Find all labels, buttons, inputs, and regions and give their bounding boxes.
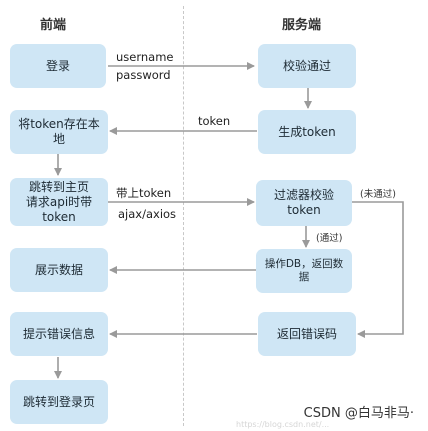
column-divider (183, 6, 184, 426)
box-show-data: 展示数据 (10, 248, 108, 292)
label-not-passed: (未通过) (360, 189, 396, 200)
box-store-token: 将token存在本地 (10, 110, 108, 154)
box-show-error: 提示错误信息 (10, 312, 108, 356)
box-goto-home: 跳转到主页 请求api时带token (10, 178, 108, 226)
box-db-ops: 操作DB，返回数据 (256, 249, 352, 293)
label-ajax: ajax/axios (118, 207, 177, 221)
box-return-error: 返回错误码 (258, 312, 356, 356)
box-filter: 过滤器校验token (256, 180, 352, 226)
label-password: password (116, 68, 171, 82)
label-with-token: 带上token (116, 186, 172, 200)
arrow-filter-to-error (352, 201, 404, 338)
label-passed: (通过) (316, 233, 343, 244)
watermark-url: https://blog.csdn.net/... (236, 420, 330, 429)
label-username: username (116, 50, 174, 64)
label-token: token (198, 114, 231, 128)
box-verify: 校验通过 (258, 44, 356, 88)
box-goto-login: 跳转到登录页 (10, 380, 108, 424)
frontend-header: 前端 (40, 18, 67, 33)
watermark-csdn: CSDN @白马非马· (303, 406, 414, 421)
box-gen-token: 生成token (258, 110, 356, 154)
backend-header: 服务端 (282, 18, 322, 33)
box-login: 登录 (10, 44, 106, 88)
